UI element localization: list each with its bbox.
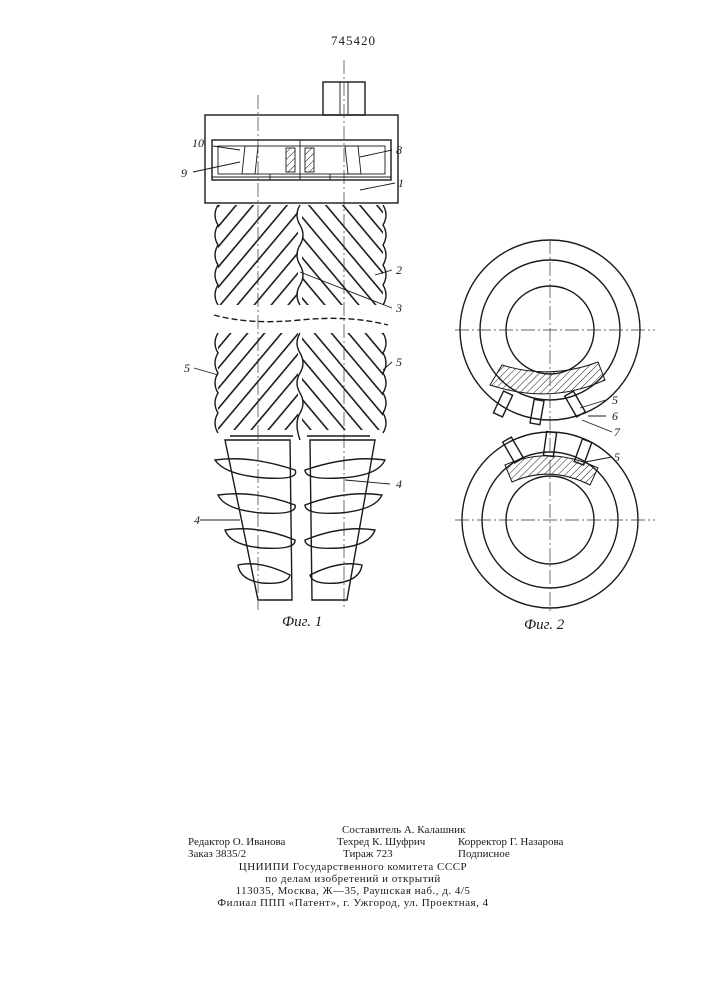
- lower-screw-section: [215, 333, 386, 440]
- colophon-org-line-4: Филиал ППП «Патент», г. Ужгород, ул. Про…: [188, 897, 518, 909]
- colophon-compiler: Составитель А. Калашник: [342, 824, 465, 836]
- figure-1-caption: Фиг. 1: [282, 614, 322, 631]
- fig2-label-6: 6: [612, 409, 618, 424]
- fig1-label-3: 3: [396, 301, 402, 316]
- fig1-label-4-left: 4: [194, 513, 200, 528]
- fig1-label-9: 9: [181, 166, 187, 181]
- figure-1-drawing: [0, 0, 707, 660]
- fig1-label-8: 8: [396, 143, 402, 158]
- fig1-label-5-right: 5: [396, 355, 402, 370]
- colophon-org-line-2: по делам изобретений и открытий: [188, 873, 518, 885]
- fig1-label-2: 2: [396, 263, 402, 278]
- fig1-label-10: 10: [192, 136, 204, 151]
- fig1-label-4-right: 4: [396, 477, 402, 492]
- colophon-corrector: Корректор Г. Назарова: [458, 836, 563, 848]
- fig2-label-5-lower: 5: [614, 450, 620, 465]
- colophon-techred: Техред К. Шуфрич: [337, 836, 425, 848]
- colophon-circulation: Тираж 723: [343, 848, 393, 860]
- colophon-subscription: Подписное: [458, 848, 510, 860]
- housing: [205, 115, 398, 203]
- fig2-label-7: 7: [614, 425, 620, 440]
- colophon-order: Заказ 3835/2: [188, 848, 246, 860]
- colophon-org-line-1: ЦНИИПИ Государственного комитета СССР: [188, 861, 518, 873]
- fig1-label-1: 1: [398, 176, 404, 191]
- fig1-label-5-left: 5: [184, 361, 190, 376]
- colophon-editor: Редактор О. Иванова: [188, 836, 285, 848]
- figure-2-caption: Фиг. 2: [524, 617, 564, 634]
- fig2-label-5-upper: 5: [612, 393, 618, 408]
- colophon-org-line-3: 113035, Москва, Ж—35, Раушская наб., д. …: [188, 885, 518, 897]
- upper-screw-section: [214, 205, 388, 325]
- right-auger: [305, 440, 385, 600]
